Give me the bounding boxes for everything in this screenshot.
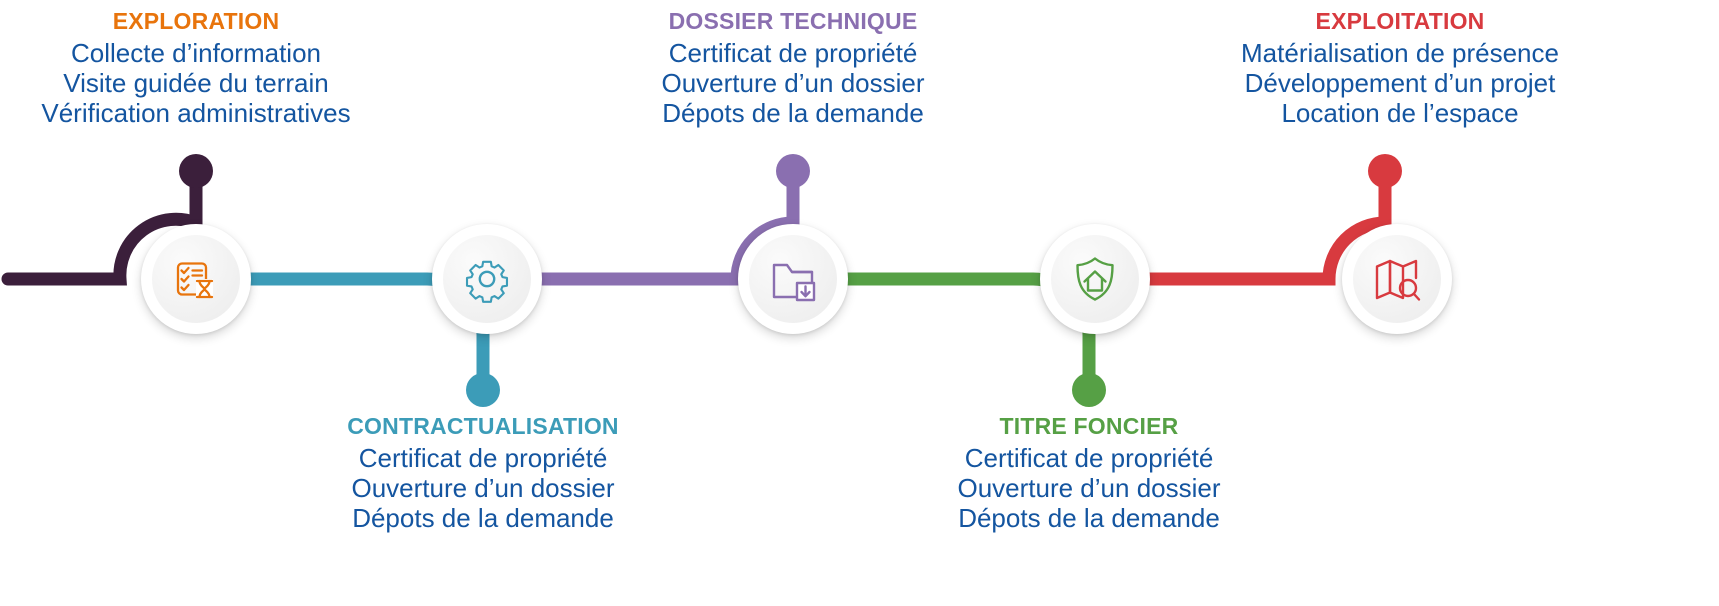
step-detail-line: Dépots de la demande	[958, 502, 1220, 533]
step-detail-line: Ouverture d’un dossier	[661, 67, 925, 98]
step-detail-line: Vérification administratives	[41, 97, 351, 128]
step-detail-line: Visite guidée du terrain	[63, 67, 329, 98]
step-title: EXPLORATION	[112, 8, 280, 34]
step-detail-line: Développement d’un projet	[1244, 67, 1556, 98]
step-node-inner	[443, 235, 531, 323]
connector-dot-exploration	[179, 154, 213, 188]
step-label-dossier-technique: DOSSIER TECHNIQUE Certificat de propriét…	[578, 8, 1008, 128]
step-title: EXPLOITATION	[1315, 8, 1485, 34]
step-node-exploitation[interactable]	[1342, 224, 1452, 334]
step-detail-line: Matérialisation de présence	[1241, 37, 1559, 68]
step-node-inner	[1353, 235, 1441, 323]
step-node-inner	[749, 235, 837, 323]
step-label-exploration: EXPLORATION Collecte d’information Visit…	[0, 8, 411, 128]
checklist-hourglass-icon	[170, 253, 222, 305]
step-detail-line: Dépots de la demande	[352, 502, 614, 533]
shield-house-icon	[1070, 254, 1120, 304]
step-node-contractualisation[interactable]	[432, 224, 542, 334]
step-label-titre-foncier: TITRE FONCIER Certificat de propriété Ou…	[874, 413, 1304, 533]
map-search-icon	[1371, 253, 1423, 305]
connector-dot-contractualisation	[466, 373, 500, 407]
connector-dot-exploitation	[1368, 154, 1402, 188]
step-detail-line: Certificat de propriété	[668, 37, 918, 68]
step-detail-line: Certificat de propriété	[358, 442, 608, 473]
step-node-inner	[1051, 235, 1139, 323]
gear-icon	[462, 254, 512, 304]
connector-dot-titre-foncier	[1072, 373, 1106, 407]
step-detail-line: Ouverture d’un dossier	[957, 472, 1221, 503]
folder-download-icon	[767, 253, 819, 305]
step-detail-line: Ouverture d’un dossier	[351, 472, 615, 503]
step-node-exploration[interactable]	[141, 224, 251, 334]
step-detail-line: Dépots de la demande	[662, 97, 924, 128]
step-detail-line: Collecte d’information	[70, 37, 321, 68]
step-node-inner	[152, 235, 240, 323]
step-title: TITRE FONCIER	[999, 413, 1179, 439]
step-detail-line: Certificat de propriété	[964, 442, 1214, 473]
step-label-contractualisation: CONTRACTUALISATION Certificat de proprié…	[268, 413, 698, 533]
step-title: CONTRACTUALISATION	[347, 413, 619, 439]
step-detail-line: Location de l’espace	[1281, 97, 1519, 128]
step-label-exploitation: EXPLOITATION Matérialisation de présence…	[1185, 8, 1615, 128]
step-node-dossier-technique[interactable]	[738, 224, 848, 334]
step-title: DOSSIER TECHNIQUE	[668, 8, 918, 34]
step-node-titre-foncier[interactable]	[1040, 224, 1150, 334]
connector-dot-dossier-technique	[776, 154, 810, 188]
